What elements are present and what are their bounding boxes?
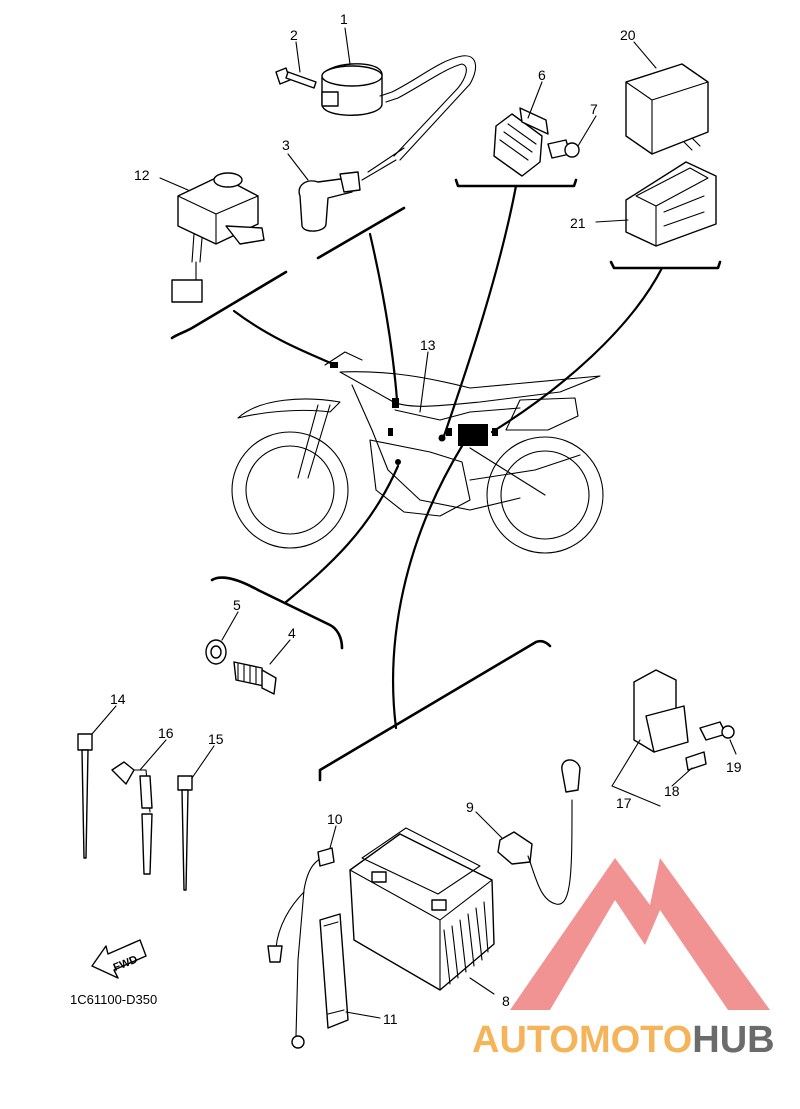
part-lead-9 [497, 759, 581, 905]
part-number-labels: 1 2 3 4 5 6 7 8 9 10 11 12 13 14 15 16 1… [110, 11, 742, 1027]
part-starter-relay [611, 669, 735, 807]
label-part-20: 20 [620, 27, 636, 43]
label-part-10: 10 [327, 811, 343, 827]
part-cable-10 [267, 847, 335, 1049]
part-switch-12 [171, 172, 265, 303]
label-part-3: 3 [282, 137, 290, 153]
label-part-12: 12 [134, 167, 150, 183]
label-part-6: 6 [538, 67, 546, 83]
part-bolt-7 [547, 139, 580, 159]
watermark-text-a: AUTOMOTO [472, 1019, 692, 1061]
part-neutral-switch [205, 639, 277, 695]
watermark-text: AUTOMOTOHUB [472, 1019, 775, 1061]
label-part-16: 16 [158, 725, 174, 741]
label-part-11: 11 [383, 1011, 398, 1027]
label-part-14: 14 [110, 691, 126, 707]
part-ignition-coil [321, 55, 477, 181]
watermark-logo [510, 858, 770, 1010]
label-part-1: 1 [340, 11, 348, 27]
label-part-7: 7 [590, 101, 598, 117]
label-part-15: 15 [208, 731, 224, 747]
callout-leaders [91, 27, 737, 1019]
part-band-21 [625, 161, 717, 247]
motorcycle-outline [231, 351, 604, 554]
bracket-lines [170, 178, 722, 782]
label-part-19: 19 [726, 759, 742, 775]
label-part-21: 21 [570, 215, 586, 231]
fwd-arrow-icon [91, 939, 147, 979]
label-part-5: 5 [233, 597, 241, 613]
label-part-18: 18 [664, 783, 680, 799]
part-plug-cap [298, 171, 361, 232]
label-part-8: 8 [502, 993, 510, 1009]
watermark-text-b: HUB [692, 1019, 774, 1061]
part-band-11 [319, 913, 349, 1029]
diagram-code: 1C61100-D350 [70, 992, 157, 1007]
part-bolt-2 [275, 67, 317, 89]
label-part-2: 2 [290, 27, 298, 43]
label-part-13: 13 [420, 337, 436, 353]
label-part-17: 17 [616, 795, 632, 811]
part-cdi-20 [625, 63, 709, 155]
part-battery [349, 827, 495, 991]
part-rectifier [493, 107, 549, 177]
label-part-9: 9 [466, 799, 474, 815]
label-part-4: 4 [288, 625, 296, 641]
part-cable-ties [77, 733, 193, 891]
